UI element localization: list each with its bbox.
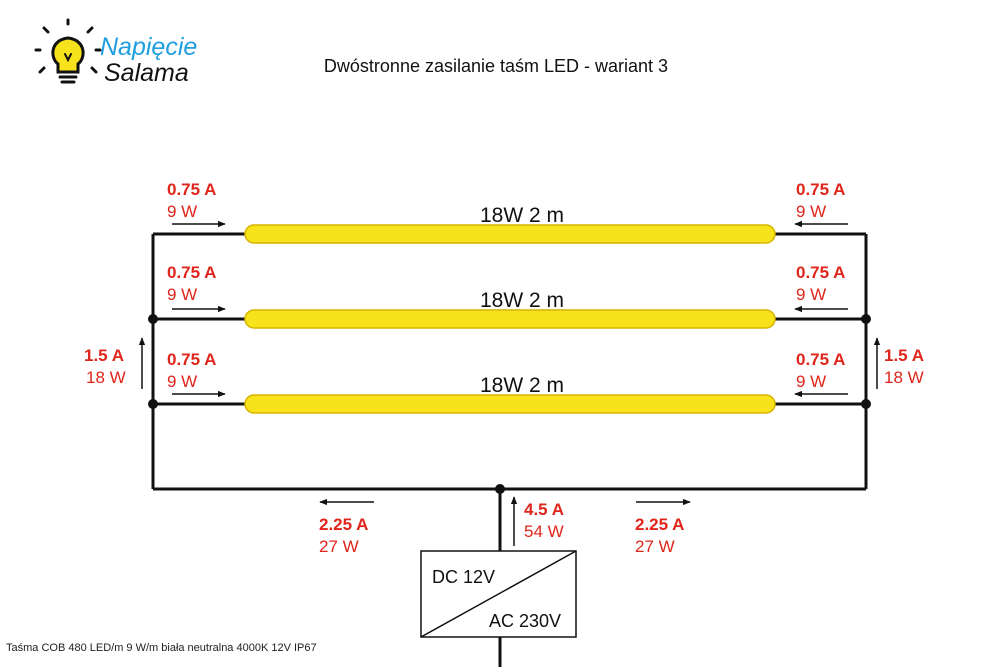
led-strip-3: 18W 2 m xyxy=(244,374,776,414)
bottom-right-current: 2.25 A xyxy=(635,515,684,534)
current-label: 0.75 A xyxy=(796,180,845,199)
bottom-right-power: 27 W xyxy=(635,537,675,556)
power-supply: DC 12V AC 230V xyxy=(420,550,577,638)
bottom-left-power: 27 W xyxy=(319,537,359,556)
psu-input-label: AC 230V xyxy=(489,611,561,631)
logo-text-top: Napięcie xyxy=(100,33,197,61)
feed-current: 4.5 A xyxy=(524,500,564,519)
page-title: Dwóstronne zasilanie taśm LED - wariant … xyxy=(324,56,668,76)
led-strip-2: 18W 2 m xyxy=(244,289,776,329)
psu-output-label: DC 12V xyxy=(432,567,495,587)
logo: Napięcie Salama xyxy=(34,18,197,87)
strip-label: 18W 2 m xyxy=(480,289,564,312)
junction-dots xyxy=(148,314,871,494)
current-label: 0.75 A xyxy=(796,263,845,282)
junction-dot xyxy=(148,399,158,409)
junction-dot xyxy=(148,314,158,324)
logo-text-bottom: Salama xyxy=(104,59,189,87)
power-label: 9 W xyxy=(167,372,197,391)
junction-dot xyxy=(495,484,505,494)
current-label: 0.75 A xyxy=(167,180,216,199)
lightbulb-icon xyxy=(34,18,102,84)
junction-dot xyxy=(861,399,871,409)
bottom-left-current: 2.25 A xyxy=(319,515,368,534)
right-riser-current: 1.5 A xyxy=(884,346,924,365)
right-riser-power: 18 W xyxy=(884,368,924,387)
current-label: 0.75 A xyxy=(167,263,216,282)
power-label: 9 W xyxy=(167,285,197,304)
power-label: 9 W xyxy=(796,372,826,391)
led-strip-1: 18W 2 m xyxy=(244,204,776,244)
footnote: Taśma COB 480 LED/m 9 W/m biała neutraln… xyxy=(6,642,317,654)
left-riser-power: 18 W xyxy=(86,368,126,387)
strip-arrows xyxy=(138,220,881,546)
current-label: 0.75 A xyxy=(167,350,216,369)
wire-frame xyxy=(151,232,868,667)
power-label: 9 W xyxy=(167,202,197,221)
power-label: 9 W xyxy=(796,202,826,221)
junction-dot xyxy=(861,314,871,324)
strip-label: 18W 2 m xyxy=(480,374,564,397)
power-label: 9 W xyxy=(796,285,826,304)
left-riser-current: 1.5 A xyxy=(84,346,124,365)
current-label: 0.75 A xyxy=(796,350,845,369)
feed-power: 54 W xyxy=(524,522,564,541)
strip-label: 18W 2 m xyxy=(480,204,564,227)
